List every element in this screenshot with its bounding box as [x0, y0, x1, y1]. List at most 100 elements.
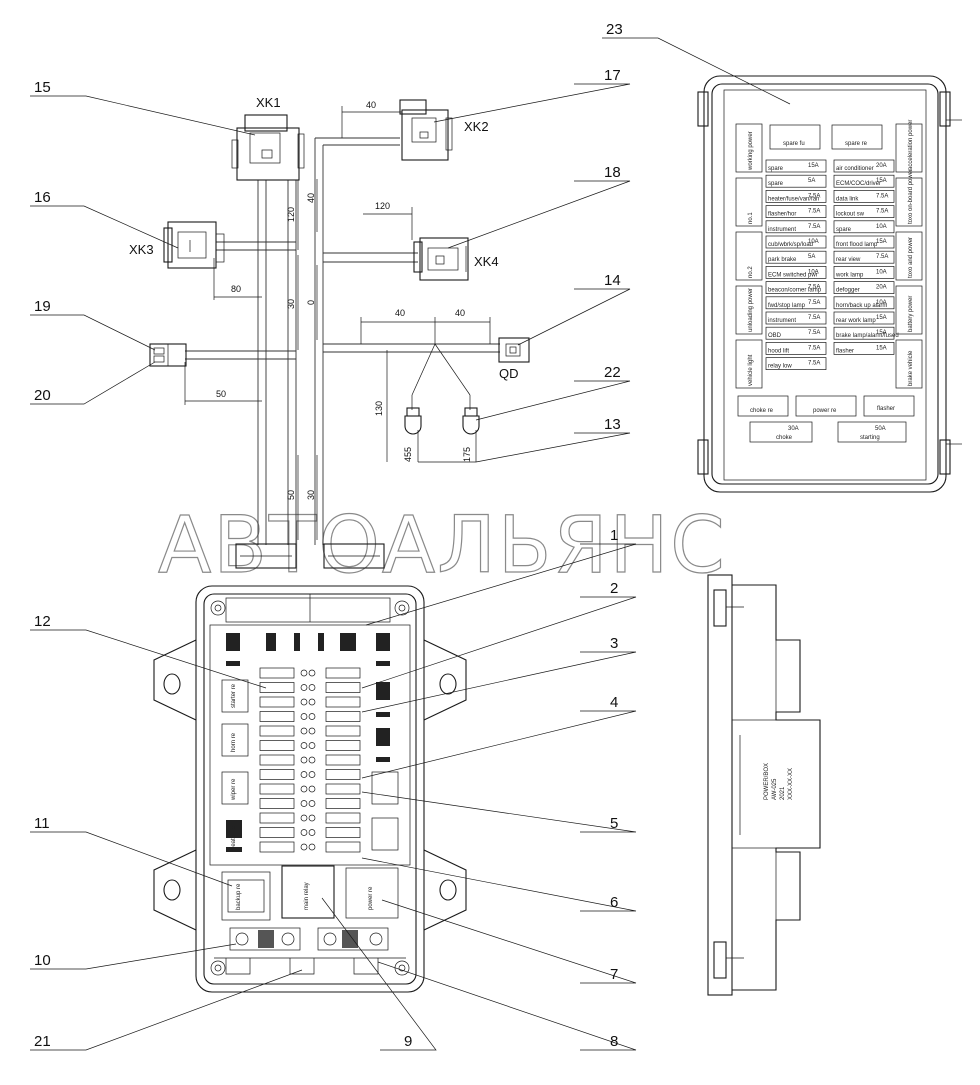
fuse-slot-left: [259, 769, 295, 780]
fuse-test-point: [308, 713, 316, 720]
fuse-test-point: [308, 698, 316, 706]
fuse-test-point: [300, 756, 308, 764]
dim-40-right: 40: [455, 308, 465, 318]
fuse-box-front-view: [153, 543, 467, 993]
panel-left-fuse-name: hood lift: [768, 348, 789, 354]
fuse-slot-right: [325, 769, 361, 780]
fuse-test-point: [300, 713, 308, 720]
panel-left-fuse-slot: [765, 250, 827, 264]
panel-right-fuse-slot: [833, 326, 895, 340]
fuse-test-point: [308, 829, 316, 836]
callout-23: 23: [606, 21, 623, 38]
callout-9: 9: [404, 1033, 412, 1050]
fuse-box-side-view: POWER/BOX AW-025 2021 XXX-XX-XX: [707, 574, 821, 996]
panel-right-fuse-name: horn/back up alarm: [836, 303, 887, 309]
connector-xk1: [231, 114, 305, 181]
big-fuse-starting-name: starting: [860, 435, 880, 441]
panel-left-fuse-rating: 7.5A: [808, 361, 820, 367]
panel-left-fuse-rating: 10A: [808, 239, 819, 245]
fuse-slot-right: [325, 812, 361, 824]
panel-left-fuse-slot: [765, 357, 827, 370]
panel-left-fuse-rating: 7.5A: [808, 300, 820, 306]
fuse-test-point: [300, 829, 308, 836]
panel-group-right: [895, 339, 923, 389]
housing-bottom-relay-label: power re: [368, 886, 374, 910]
panel-group-right: [895, 231, 923, 281]
fuse-test-point: [308, 843, 316, 851]
fuse-test-point: [308, 684, 316, 691]
dim-40-left: 40: [395, 308, 405, 318]
fuse-slot-left: [259, 725, 295, 737]
fuse-slot-right: [325, 827, 361, 838]
panel-right-fuse-rating: 10A: [876, 300, 887, 306]
panel-left-fuse-rating: 7.5A: [808, 193, 820, 199]
panel-right-fuse-slot: [833, 235, 895, 249]
fuse-slot-right: [325, 740, 361, 751]
dim-30-b: 30: [306, 490, 316, 500]
panel-group-right: [895, 177, 923, 227]
fuse-slot-left: [259, 696, 295, 708]
panel-left-fuse-name: park brake: [768, 257, 797, 263]
wire-length-175: 175: [462, 447, 472, 462]
panel-left-fuse-rating: 7.5A: [808, 285, 820, 291]
dim-120-vertical: 120: [286, 207, 296, 222]
housing-relay-label: wiper re: [231, 778, 237, 801]
panel-group-left: [735, 177, 763, 227]
panel-left-fuse-slot: [765, 326, 827, 340]
panel-group-right-label: toxo on-board power: [908, 169, 914, 224]
panel-right-fuse-slot: [833, 174, 895, 188]
fuse-slot-left: [259, 841, 295, 853]
callout-12: 12: [34, 613, 51, 630]
panel-group-left-label: no.2: [748, 266, 754, 278]
panel-left-fuse-name: instrument: [768, 227, 796, 233]
side-label-4: XXX-XX-XX: [788, 768, 794, 800]
fuse-slot-right: [325, 696, 361, 708]
fuse-test-point: [300, 684, 308, 691]
dim-50-horizontal: 50: [216, 389, 226, 399]
callout-2: 2: [610, 580, 618, 597]
panel-right-fuse-slot: [833, 311, 895, 325]
watermark: АВТОАЛЬЯНС: [158, 501, 727, 591]
fuse-slot-right: [325, 725, 361, 737]
panel-right-fuse-slot: [833, 250, 895, 264]
fuse-slot-left: [259, 798, 295, 809]
panel-left-fuse-slot: [765, 266, 827, 279]
panel-left-fuse-name: cub/wbrk/sp/load: [768, 242, 813, 248]
panel-group-right-label: battery power: [908, 296, 914, 332]
panel-right-fuse-slot: [833, 190, 895, 203]
panel-left-fuse-rating: 7.5A: [808, 315, 820, 321]
dim-40-top: 40: [366, 100, 376, 110]
housing-relay-label: heater re: [231, 825, 237, 850]
relay-flasher-label: flasher: [877, 406, 895, 412]
housing-relay-label: starter re: [231, 683, 237, 708]
fuse-slot-left: [259, 827, 295, 838]
panel-left-fuse-rating: 5A: [808, 254, 815, 260]
fuse-slot-right: [325, 682, 361, 693]
callout-21: 21: [34, 1033, 51, 1050]
fuse-slot-left: [259, 711, 295, 722]
panel-right-fuse-name: defogger: [836, 288, 860, 294]
panel-left-fuse-slot: [765, 190, 827, 203]
connector-qd: [498, 337, 530, 363]
wire-length-455: 455: [403, 447, 413, 462]
fuse-slot-left: [259, 754, 295, 766]
panel-left-fuse-name: instrument: [768, 318, 796, 324]
panel-left-fuse-rating: 7.5A: [808, 209, 820, 215]
fuse-slot-right: [325, 667, 361, 679]
fuse-slot-left: [259, 740, 295, 751]
side-label-2: AW-025: [772, 778, 778, 800]
fuse-test-point: [308, 785, 316, 793]
panel-left-fuse-rating: 7.5A: [808, 330, 820, 336]
fuse-grid: [259, 667, 361, 853]
panel-right-fuse-slot: [833, 220, 895, 234]
panel-group-right-label: brake vehicle: [908, 350, 914, 386]
callout-1: 1: [610, 527, 618, 544]
panel-right-fuse-slot: [833, 266, 895, 279]
branch-xk4: [323, 252, 418, 263]
connector-xk3: [163, 221, 225, 269]
big-fuse-choke-name: choke: [776, 435, 793, 441]
harness-right-trunk: [314, 137, 400, 545]
dim-40-vertical: 40: [306, 193, 316, 203]
callout-20: 20: [34, 387, 51, 404]
